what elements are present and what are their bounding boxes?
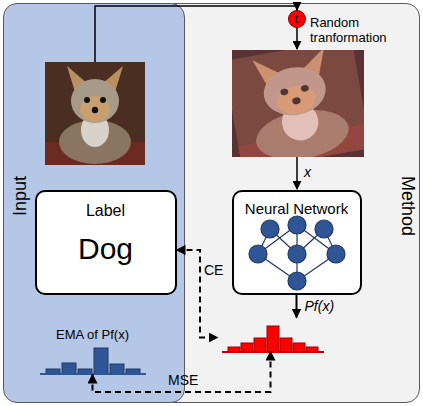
label-box: LabelDog — [35, 190, 177, 295]
network-symbol — [249, 216, 345, 290]
node-heading: EMA of Pf(x) — [38, 328, 148, 343]
node-heading: Input — [10, 176, 31, 216]
node-heading: Method — [397, 176, 418, 236]
node-heading: Neural Network — [234, 200, 360, 217]
node-heading: Label — [37, 202, 175, 220]
prediction-histogram-node: Pf(x) — [218, 318, 325, 352]
output-arrow — [296, 295, 298, 318]
node-heading: t — [289, 11, 305, 27]
node-heading: Pf(x) — [305, 298, 335, 314]
transform-wire — [95, 6, 297, 62]
input-arrow — [296, 157, 298, 189]
ema-histogram — [46, 348, 140, 374]
histogram-axis — [222, 351, 324, 353]
ema-histogram-node: EMA of Pf(x) — [38, 330, 148, 375]
ce-loss-connector — [177, 250, 218, 338]
transform-arrow — [296, 28, 298, 49]
prediction-histogram — [228, 326, 318, 352]
input-photo — [45, 62, 145, 165]
node-body: Dog — [37, 232, 175, 267]
transformed-photo — [232, 50, 364, 157]
input-panel: InputLabelDogEMA of Pf(x) — [3, 3, 185, 403]
transform-circle: t — [288, 10, 306, 28]
method-panel: Method tNeural NetworkPf(x) — [160, 3, 420, 403]
histogram-axis — [40, 373, 146, 375]
mse-loss-connector — [93, 352, 271, 393]
network-box: Neural Network — [232, 190, 362, 295]
